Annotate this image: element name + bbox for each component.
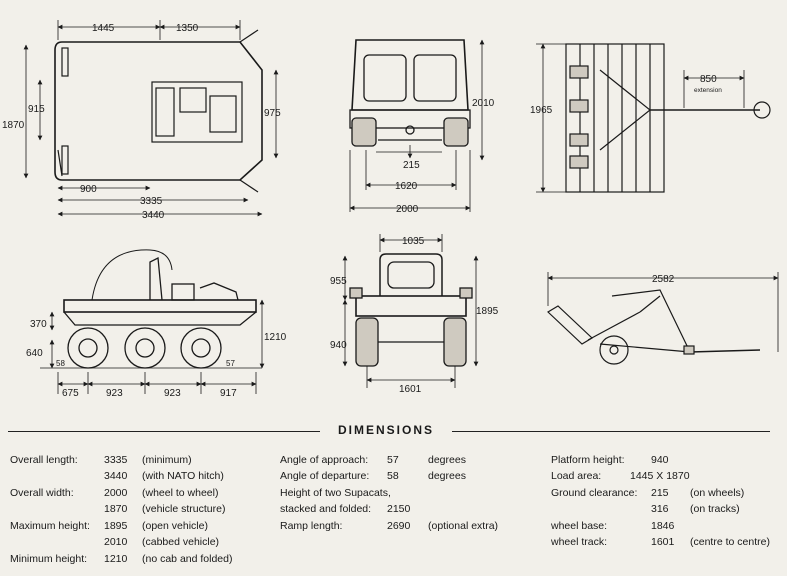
dim-215: 215 — [403, 160, 420, 171]
dim-955: 955 — [330, 276, 347, 287]
dim-1870: 1870 — [2, 120, 25, 131]
dim-1445: 1445 — [92, 23, 115, 34]
dim-1601: 1601 — [399, 384, 422, 395]
dim-923-b: 923 — [164, 388, 181, 399]
front-view-dimensions — [342, 234, 479, 388]
trailer-view-dimensions — [536, 43, 745, 193]
dim-675: 675 — [62, 388, 79, 399]
top-view-dimensions — [23, 20, 279, 217]
dim-57: 57 — [226, 359, 235, 368]
rear-view-drawing — [349, 39, 471, 147]
dim-915: 915 — [28, 104, 45, 115]
dim-2582: 2582 — [652, 274, 675, 285]
dim-1895: 1895 — [476, 306, 499, 317]
dim-1035: 1035 — [402, 236, 425, 247]
rear-view-dimensions — [349, 39, 485, 212]
heading-rule-left — [8, 431, 320, 432]
dimensions-title: DIMENSIONS — [337, 423, 434, 437]
dim-640: 640 — [26, 348, 43, 359]
dim-370: 370 — [30, 319, 47, 330]
dim-923-a: 923 — [106, 388, 123, 399]
dimensions-heading: DIMENSIONS — [0, 421, 787, 441]
dim-1210: 1210 — [264, 332, 287, 343]
dim-1350: 1350 — [176, 23, 199, 34]
dim-850: 850 — [700, 74, 717, 85]
heading-rule-right — [452, 431, 770, 432]
side-view-dimensions — [40, 299, 265, 394]
dim-900: 900 — [80, 184, 97, 195]
front-view-drawing — [349, 253, 473, 367]
dim-1620: 1620 — [395, 181, 418, 192]
technical-drawings: 1445 1350 915 1870 975 900 3335 3440 201… — [2, 20, 779, 399]
trailer-view-drawing — [565, 43, 771, 193]
top-view-drawing — [54, 29, 263, 193]
dim-2010: 2010 — [472, 98, 495, 109]
dim-1965: 1965 — [530, 105, 553, 116]
extension-label: extension — [694, 87, 722, 94]
dim-975: 975 — [264, 108, 281, 119]
dim-940: 940 — [330, 340, 347, 351]
dim-3335: 3335 — [140, 196, 163, 207]
side-view-drawing — [63, 249, 257, 369]
dim-58: 58 — [56, 359, 65, 368]
dim-2000: 2000 — [396, 204, 419, 215]
dim-3440: 3440 — [142, 210, 165, 221]
ramp-view-dimensions — [547, 272, 779, 352]
dim-917: 917 — [220, 388, 237, 399]
ramp-view-drawing — [547, 289, 761, 365]
